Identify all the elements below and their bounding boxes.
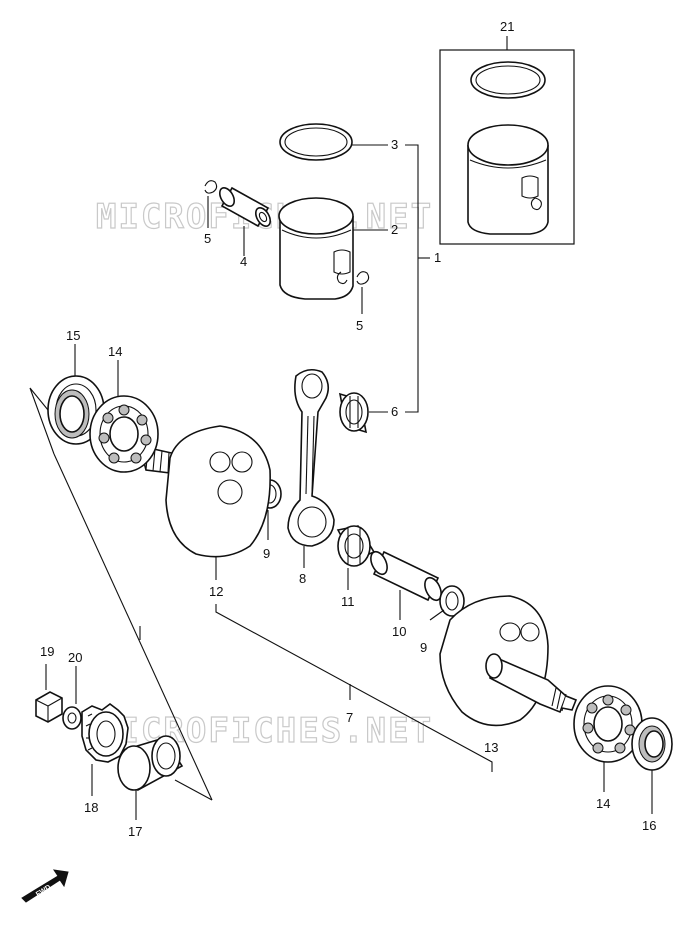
callout-4: 4 xyxy=(240,254,247,269)
callout-20: 20 xyxy=(68,650,82,665)
part-2-piston[interactable] xyxy=(278,197,388,300)
bracket-part-1 xyxy=(405,144,430,413)
part-10-crank-pin[interactable] xyxy=(368,549,445,620)
part-13-crank-half-right[interactable] xyxy=(439,595,578,727)
callout-21: 21 xyxy=(500,19,514,34)
callout-18: 18 xyxy=(84,800,98,815)
callout-13: 13 xyxy=(484,740,498,755)
fwd-label: FWD xyxy=(35,884,52,898)
callout-5-left: 5 xyxy=(204,231,211,246)
part-14-bearing-right[interactable] xyxy=(573,685,643,792)
callout-8: 8 xyxy=(299,571,306,586)
part-21-piston-kit[interactable] xyxy=(439,36,575,245)
callout-6: 6 xyxy=(391,404,398,419)
part-4-piston-pin[interactable] xyxy=(217,185,273,256)
callout-12: 12 xyxy=(209,584,223,599)
part-16-oil-seal-right[interactable] xyxy=(631,717,673,814)
callout-10: 10 xyxy=(392,624,406,639)
part-8-connecting-rod[interactable] xyxy=(287,368,335,568)
callout-14-right: 14 xyxy=(596,796,610,811)
callout-11: 11 xyxy=(341,594,355,609)
callout-16: 16 xyxy=(642,818,656,833)
part-20-washer[interactable] xyxy=(62,666,82,730)
callout-7: 7 xyxy=(346,710,353,725)
part-5-circlip-left[interactable] xyxy=(204,180,218,228)
callout-9-right: 9 xyxy=(420,640,427,655)
callout-15: 15 xyxy=(66,328,80,343)
callout-9-left: 9 xyxy=(263,546,270,561)
part-6-needle-bearing[interactable] xyxy=(338,392,388,434)
callout-3: 3 xyxy=(391,137,398,152)
part-11-needle-bearing[interactable] xyxy=(336,525,376,590)
part-5-circlip-right[interactable] xyxy=(356,271,370,314)
callout-17: 17 xyxy=(128,824,142,839)
part-3-piston-ring[interactable] xyxy=(279,123,388,161)
part-18-primary-gear[interactable] xyxy=(81,703,129,796)
bracket-part-7 xyxy=(215,604,493,772)
part-17-spacer[interactable] xyxy=(117,735,184,820)
part-12-crank-half-left[interactable] xyxy=(138,425,271,580)
part-14-bearing-left[interactable] xyxy=(89,360,159,473)
part-19-nut[interactable] xyxy=(35,664,63,723)
callout-2: 2 xyxy=(391,222,398,237)
guide-line-left xyxy=(29,387,213,801)
callout-14-left: 14 xyxy=(108,344,122,359)
callout-19: 19 xyxy=(40,644,54,659)
part-9-washer-right[interactable] xyxy=(429,585,465,621)
callout-5-right: 5 xyxy=(356,318,363,333)
fwd-arrow-icon: FWD xyxy=(21,869,69,903)
callout-1: 1 xyxy=(434,250,441,265)
